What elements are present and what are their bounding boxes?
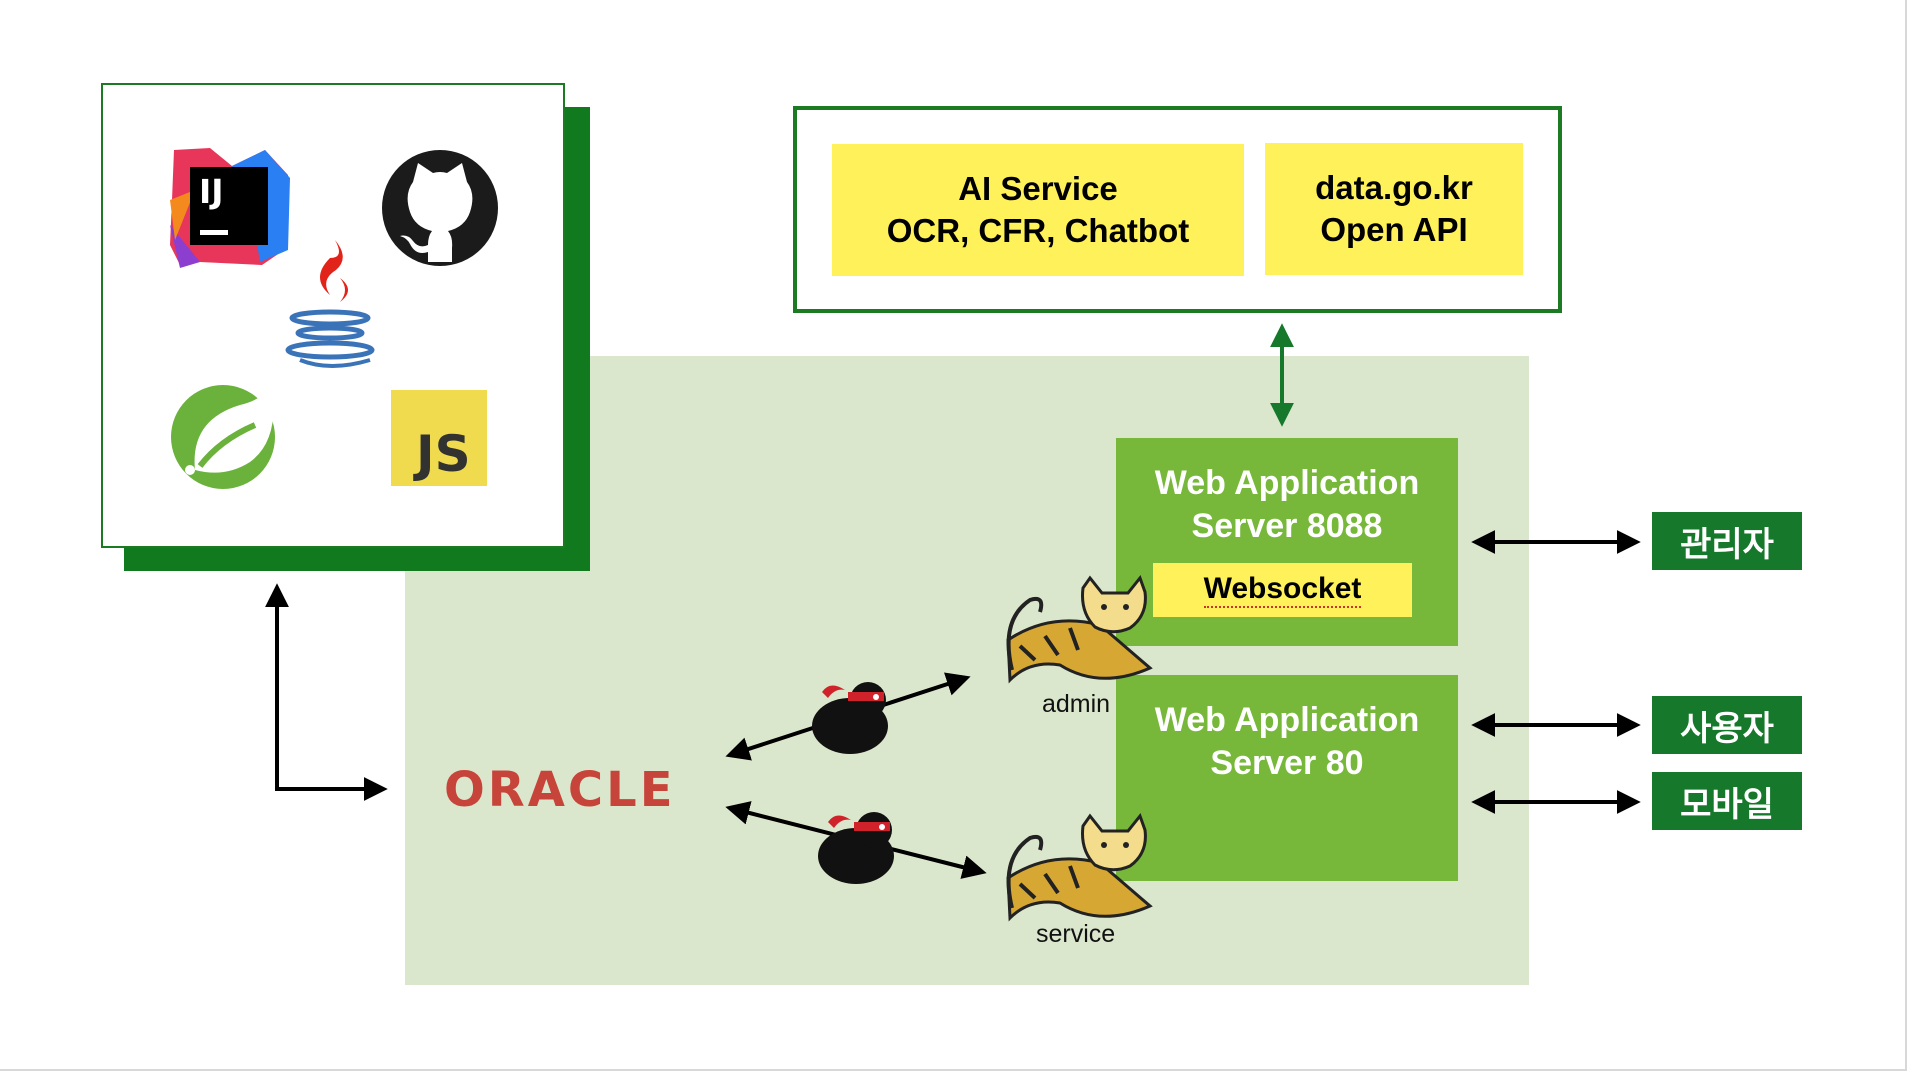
web-server-80-line2: Server 80 xyxy=(1210,744,1364,782)
client-user: 사용자 xyxy=(1652,696,1802,754)
intellij-icon-text: IJ xyxy=(199,172,224,211)
ai-service-box: AI Service OCR, CFR, Chatbot xyxy=(832,144,1244,276)
javascript-icon xyxy=(391,390,487,486)
web-server-80-line1: Web Application xyxy=(1154,701,1420,739)
oracle-logo: ORACLE xyxy=(444,762,676,818)
websocket-label: Websocket xyxy=(1203,572,1362,608)
websocket-box: Websocket xyxy=(1153,563,1412,617)
web-server-80: Web Application Server 80 xyxy=(1116,675,1458,881)
open-api-domain: data.go.kr xyxy=(1315,169,1473,206)
ai-service-subtitle: OCR, CFR, Chatbot xyxy=(886,212,1190,249)
mybatis-bird-icon-admin xyxy=(812,682,888,754)
web-server-80-title: Web Application Server 80 xyxy=(1116,675,1458,785)
web-server-8088-line2: Server 8088 xyxy=(1191,507,1383,545)
web-server-8088-line1: Web Application xyxy=(1154,464,1420,502)
javascript-icon-text: JS xyxy=(416,425,471,483)
web-server-8088-title: Web Application Server 8088 xyxy=(1116,438,1458,548)
tomcat-icon-admin xyxy=(1006,574,1153,684)
tomcat-admin-label: admin xyxy=(1042,690,1111,718)
open-api-box: data.go.kr Open API xyxy=(1265,143,1523,275)
tomcat-service-label: service xyxy=(1036,920,1116,948)
open-api-label: Open API xyxy=(1320,211,1468,248)
tomcat-icon-service xyxy=(1006,812,1153,922)
tools-to-oracle-arrow xyxy=(265,583,388,801)
ai-service-title: AI Service xyxy=(958,170,1118,207)
client-admin: 관리자 xyxy=(1652,512,1802,570)
client-mobile: 모바일 xyxy=(1652,772,1802,830)
mybatis-bird-icon-service xyxy=(818,812,894,884)
